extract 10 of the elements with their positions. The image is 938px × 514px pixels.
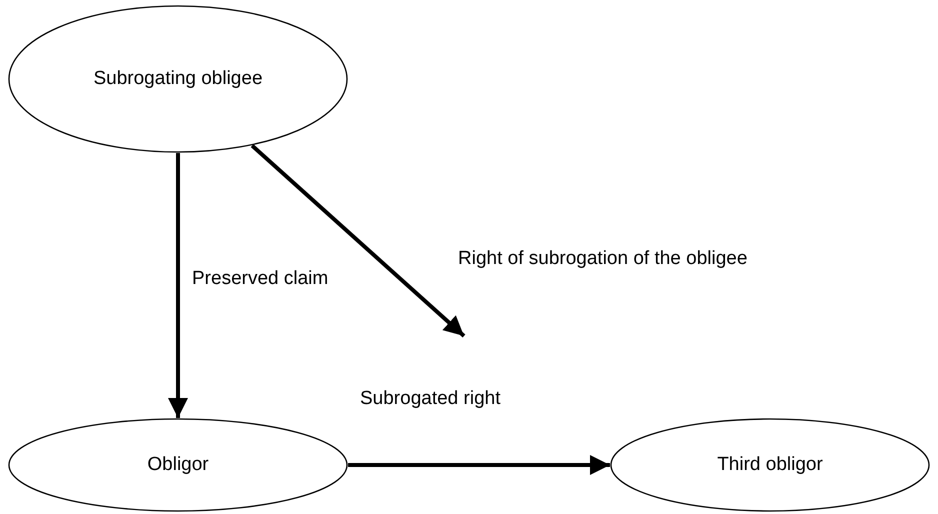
node-label: Obligor [147, 454, 209, 476]
arrow [348, 455, 610, 475]
ellipse-node [610, 418, 930, 512]
ellipse-node [8, 5, 348, 153]
arrow [250, 144, 466, 338]
node-label: Third obligor [717, 454, 823, 476]
ellipse-node [8, 418, 348, 512]
node-label: Subrogating obligee [93, 68, 263, 90]
edge-label: Subrogated right [358, 388, 502, 410]
arrow [168, 153, 188, 418]
